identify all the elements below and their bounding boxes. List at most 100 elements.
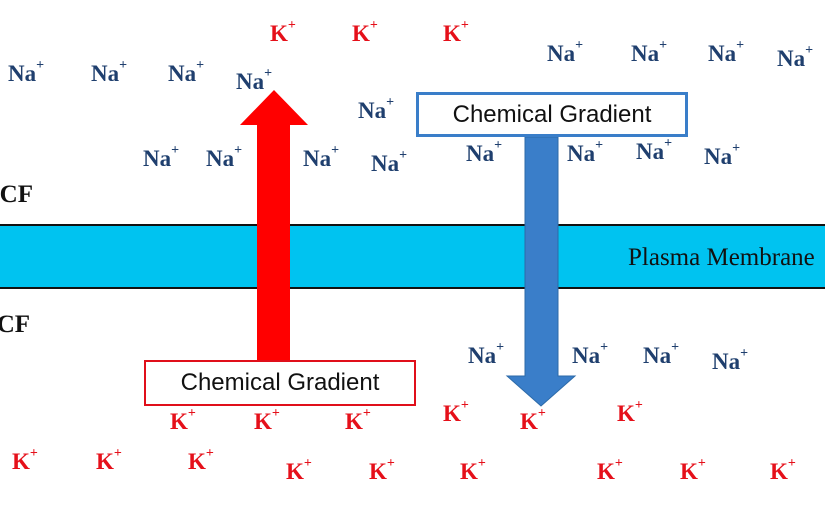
potassium-ion: K+ [460, 457, 486, 484]
potassium-chemical-gradient-label: Chemical Gradient [144, 360, 416, 406]
charge-sign: + [29, 446, 38, 461]
sodium-ion: Na+ [168, 59, 204, 86]
charge-sign: + [119, 58, 128, 73]
potassium-ion-symbol: K [770, 459, 788, 484]
sodium-ion: Na+ [708, 39, 744, 66]
icf-label: ICF [0, 311, 31, 338]
sodium-ion-symbol: Na [777, 46, 806, 71]
potassium-ion: K+ [443, 19, 469, 46]
charge-sign: + [196, 58, 205, 73]
charge-sign: + [36, 58, 45, 73]
charge-sign: + [494, 138, 503, 153]
sodium-ion-symbol: Na [468, 343, 497, 368]
charge-sign: + [736, 38, 745, 53]
sodium-ion-symbol: Na [547, 41, 576, 66]
sodium-ion: Na+ [468, 341, 504, 368]
potassium-ion-symbol: K [12, 449, 30, 474]
sodium-ion: Na+ [567, 139, 603, 166]
charge-sign: + [205, 446, 214, 461]
charge-sign: + [171, 143, 180, 158]
sodium-ion: Na+ [358, 96, 394, 123]
sodium-ion: Na+ [206, 144, 242, 171]
potassium-ion: K+ [254, 407, 280, 434]
sodium-ion-symbol: Na [371, 151, 400, 176]
sodium-ion: Na+ [371, 149, 407, 176]
charge-sign: + [477, 456, 486, 471]
potassium-ion-symbol: K [254, 409, 272, 434]
potassium-ion-symbol: K [443, 401, 461, 426]
charge-sign: + [595, 138, 604, 153]
ecf-label: ECF [0, 181, 33, 208]
charge-sign: + [362, 406, 371, 421]
sodium-ion-symbol: Na [636, 139, 665, 164]
potassium-ion-symbol: K [369, 459, 387, 484]
potassium-ion-symbol: K [520, 409, 538, 434]
membrane-label: Plasma Membrane [628, 244, 815, 271]
sodium-ion-symbol: Na [567, 141, 596, 166]
sodium-ion-symbol: Na [143, 146, 172, 171]
sodium-ion: Na+ [712, 347, 748, 374]
potassium-ion: K+ [96, 447, 122, 474]
charge-sign: + [386, 456, 395, 471]
sodium-ion-symbol: Na [466, 141, 495, 166]
charge-sign: + [303, 456, 312, 471]
charge-sign: + [113, 446, 122, 461]
sodium-ion: Na+ [236, 67, 272, 94]
charge-sign: + [460, 398, 469, 413]
charge-sign: + [537, 406, 546, 421]
charge-sign: + [460, 18, 469, 33]
sodium-ion: Na+ [547, 39, 583, 66]
potassium-ion: K+ [520, 407, 546, 434]
charge-sign: + [664, 136, 673, 151]
sodium-ion: Na+ [631, 39, 667, 66]
sodium-ion: Na+ [91, 59, 127, 86]
potassium-ion: K+ [597, 457, 623, 484]
potassium-ion-symbol: K [96, 449, 114, 474]
potassium-ion: K+ [443, 399, 469, 426]
potassium-efflux-arrow [240, 90, 308, 362]
potassium-ion: K+ [188, 447, 214, 474]
potassium-ion: K+ [170, 407, 196, 434]
potassium-ion: K+ [270, 19, 296, 46]
charge-sign: + [659, 38, 668, 53]
potassium-ion: K+ [369, 457, 395, 484]
charge-sign: + [187, 406, 196, 421]
sodium-ion: Na+ [643, 341, 679, 368]
sodium-ion-symbol: Na [8, 61, 37, 86]
sodium-ion: Na+ [143, 144, 179, 171]
potassium-ion-symbol: K [286, 459, 304, 484]
sodium-ion: Na+ [303, 144, 339, 171]
sodium-ion-symbol: Na [631, 41, 660, 66]
potassium-ion-symbol: K [617, 401, 635, 426]
charge-sign: + [575, 38, 584, 53]
potassium-ion: K+ [680, 457, 706, 484]
charge-sign: + [697, 456, 706, 471]
potassium-ion-symbol: K [597, 459, 615, 484]
charge-sign: + [271, 406, 280, 421]
charge-sign: + [496, 340, 505, 355]
charge-sign: + [234, 143, 243, 158]
sodium-ion-symbol: Na [708, 41, 737, 66]
sodium-ion-symbol: Na [704, 144, 733, 169]
sodium-ion-symbol: Na [712, 349, 741, 374]
sodium-ion-symbol: Na [572, 343, 601, 368]
sodium-ion-symbol: Na [168, 61, 197, 86]
potassium-ion-symbol: K [443, 21, 461, 46]
potassium-ion: K+ [352, 19, 378, 46]
potassium-ion-symbol: K [345, 409, 363, 434]
potassium-ion-symbol: K [188, 449, 206, 474]
potassium-ion: K+ [617, 399, 643, 426]
potassium-ion: K+ [12, 447, 38, 474]
charge-sign: + [787, 456, 796, 471]
charge-sign: + [264, 66, 273, 81]
potassium-ion-symbol: K [170, 409, 188, 434]
charge-sign: + [740, 346, 749, 361]
sodium-ion: Na+ [8, 59, 44, 86]
sodium-ion: Na+ [636, 137, 672, 164]
charge-sign: + [634, 398, 643, 413]
charge-sign: + [732, 141, 741, 156]
charge-sign: + [805, 43, 814, 58]
sodium-ion-symbol: Na [206, 146, 235, 171]
